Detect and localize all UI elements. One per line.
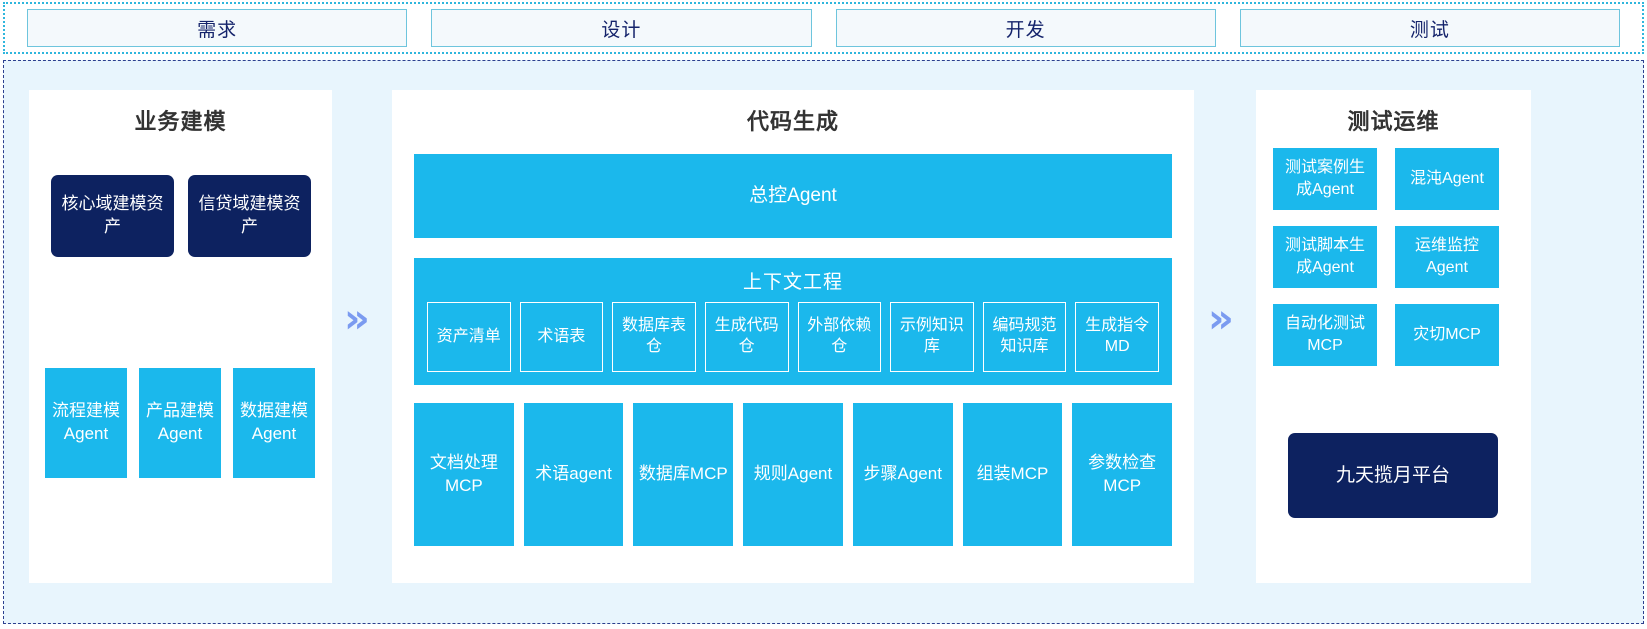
tool-glossary-agent[interactable]: 术语agent <box>523 403 624 546</box>
ctx-item-example-knowledge-base[interactable]: 示例知识库 <box>890 302 974 372</box>
context-engineering-title: 上下文工程 <box>742 272 843 293</box>
modeling-agent-row: 流程建模Agent 产品建模Agent 数据建模Agent <box>45 368 317 478</box>
chevron-right-icon-2: » <box>1208 296 1234 342</box>
asset-credit-domain[interactable]: 信贷域建模资产 <box>188 175 311 257</box>
ctx-item-external-dependency-repo[interactable]: 外部依赖仓 <box>797 302 882 372</box>
agent-data-modeling[interactable]: 数据建模Agent <box>233 368 315 478</box>
tool-row: 文档处理MCP 术语agent 数据库MCP 规则Agent 步骤Agent 组… <box>414 403 1173 546</box>
ctx-item-asset-inventory[interactable]: 资产清单 <box>427 302 511 372</box>
tool-assembly-mcp[interactable]: 组装MCP <box>962 403 1063 546</box>
master-control-agent[interactable]: 总控Agent <box>414 154 1172 238</box>
ctx-item-coding-standard-kb[interactable]: 编码规范知识库 <box>982 302 1067 372</box>
context-engineering-items: 资产清单 术语表 数据库表仓 生成代码仓 外部依赖仓 示例知识库 编码规范知识库… <box>427 302 1159 372</box>
phase-label: 测试 <box>1409 19 1450 41</box>
phase-box-requirements[interactable]: 需求 <box>27 9 408 47</box>
asset-row: 核心域建模资产 信贷域建模资产 <box>51 175 311 257</box>
tool-document-processing-mcp[interactable]: 文档处理MCP <box>414 403 514 546</box>
chaos-agent[interactable]: 混沌Agent <box>1395 148 1499 210</box>
agent-process-modeling[interactable]: 流程建模Agent <box>45 368 127 478</box>
phase-band: 需求 设计 开发 测试 <box>3 2 1644 54</box>
phase-box-design[interactable]: 设计 <box>431 9 812 47</box>
panel-test-ops: 测试运维 测试案例生成Agent 混沌Agent 测试脚本生成Agent 运维监… <box>1256 90 1531 583</box>
tool-rule-agent[interactable]: 规则Agent <box>743 403 843 546</box>
panel-title-test-ops: 测试运维 <box>1347 109 1440 134</box>
phase-box-development[interactable]: 开发 <box>835 9 1216 47</box>
automated-test-mcp[interactable]: 自动化测试MCP <box>1273 304 1377 366</box>
tool-step-agent[interactable]: 步骤Agent <box>852 403 953 546</box>
phase-label: 设计 <box>601 19 642 41</box>
main-band: 业务建模 核心域建模资产 信贷域建模资产 流程建模Agent 产品建模Agent… <box>3 60 1644 624</box>
tool-database-mcp[interactable]: 数据库MCP <box>633 403 734 546</box>
panel-title-business-modeling: 业务建模 <box>134 109 227 134</box>
ctx-item-glossary[interactable]: 术语表 <box>519 302 604 372</box>
ctx-item-generated-code-repo[interactable]: 生成代码仓 <box>704 302 789 372</box>
panel-code-generation: 代码生成 总控Agent 上下文工程 资产清单 术语表 数据库表仓 生成代码仓 … <box>392 90 1194 583</box>
agent-product-modeling[interactable]: 产品建模Agent <box>139 368 221 478</box>
ctx-item-db-table-repo[interactable]: 数据库表仓 <box>612 302 696 372</box>
asset-core-domain[interactable]: 核心域建模资产 <box>51 175 174 257</box>
test-ops-grid: 测试案例生成Agent 混沌Agent 测试脚本生成Agent 运维监控Agen… <box>1273 148 1514 366</box>
jiutian-lanyue-platform[interactable]: 九天揽月平台 <box>1288 433 1498 518</box>
test-script-generation-agent[interactable]: 测试脚本生成Agent <box>1273 226 1377 288</box>
panel-title-code-generation: 代码生成 <box>746 109 839 134</box>
ctx-item-generation-instruction-md[interactable]: 生成指令MD <box>1075 302 1159 372</box>
context-engineering-block: 上下文工程 资产清单 术语表 数据库表仓 生成代码仓 外部依赖仓 示例知识库 编… <box>414 258 1172 385</box>
phase-box-testing[interactable]: 测试 <box>1239 9 1620 47</box>
chevron-right-icon-1: » <box>344 296 370 342</box>
test-case-generation-agent[interactable]: 测试案例生成Agent <box>1273 148 1377 210</box>
phase-label: 需求 <box>197 19 238 41</box>
panel-business-modeling: 业务建模 核心域建模资产 信贷域建模资产 流程建模Agent 产品建模Agent… <box>29 90 332 583</box>
phase-label: 开发 <box>1005 19 1046 41</box>
disaster-switch-mcp[interactable]: 灾切MCP <box>1395 304 1499 366</box>
tool-parameter-check-mcp[interactable]: 参数检查MCP <box>1072 403 1173 546</box>
ops-monitoring-agent[interactable]: 运维监控Agent <box>1395 226 1499 288</box>
